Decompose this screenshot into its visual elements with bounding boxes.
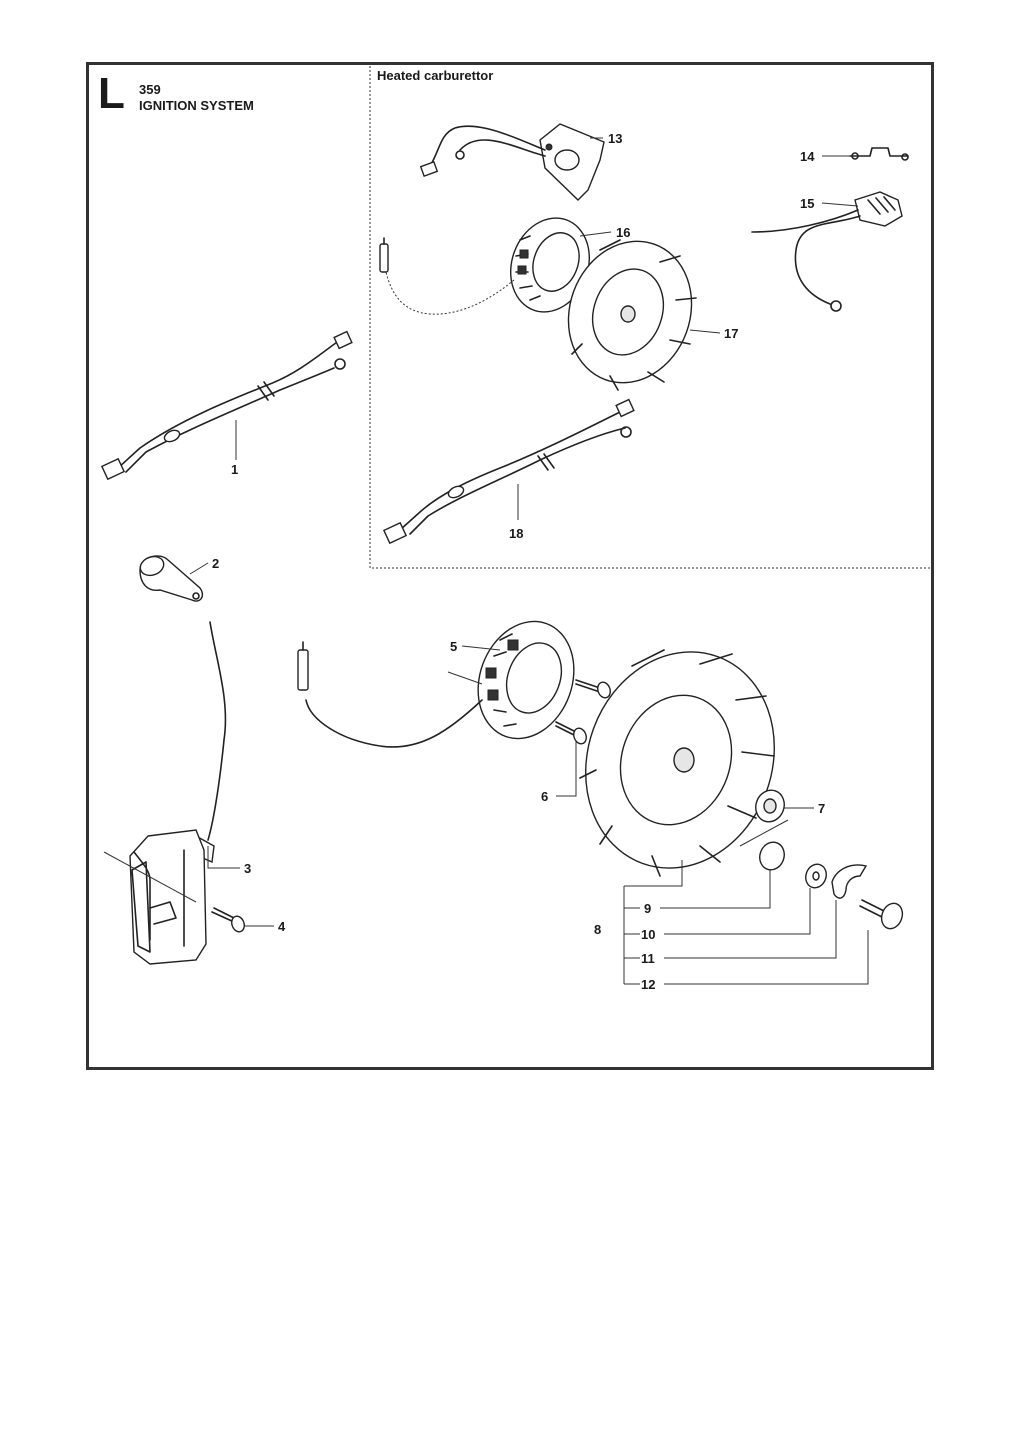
part-17-flywheel-heated: [567, 239, 697, 391]
part-3-ignition-module: [103, 621, 227, 965]
callout-18: 18: [509, 526, 523, 541]
callout-6: 6: [541, 789, 548, 804]
callout-11: 11: [641, 951, 655, 966]
callout-9: 9: [644, 901, 651, 916]
section-letter: L: [98, 69, 125, 118]
callout-14: 14: [800, 149, 815, 164]
part-16-generator-coil: [379, 217, 591, 315]
callout-12: 12: [641, 977, 655, 992]
callout-3: 3: [244, 861, 251, 876]
part-15-thermostat: [751, 191, 903, 312]
part-13-heater-element: [419, 123, 605, 201]
callout-13: 13: [608, 131, 622, 146]
callout-7: 7: [818, 801, 825, 816]
part-5-generator: [297, 620, 575, 748]
part-1-wire-harness: [100, 330, 353, 481]
part-4-screw: [211, 907, 245, 933]
callout-8: 8: [594, 922, 601, 937]
part-11-pawl: [831, 864, 868, 899]
section-title: IGNITION SYSTEM: [139, 98, 254, 113]
callout-5: 5: [450, 639, 457, 654]
page-frame: [86, 62, 934, 1070]
part-18-wire-harness-heated: [382, 398, 635, 545]
leader-lines: [189, 137, 869, 985]
part-14-bracket: [849, 147, 909, 161]
part-7-flywheel: [579, 649, 785, 877]
callout-numbers: 13 14 15 16 17 18 1 2 3 4 5 6 7 8 9 10 1…: [212, 131, 825, 992]
callout-10: 10: [641, 927, 655, 942]
part-10-washer: [805, 863, 827, 889]
model-number: 359: [139, 82, 161, 97]
callout-17: 17: [724, 326, 738, 341]
callout-4: 4: [278, 919, 286, 934]
inset-border: [369, 66, 934, 569]
part-12-pivot-bolt: [859, 899, 904, 930]
callout-2: 2: [212, 556, 219, 571]
callout-16: 16: [616, 225, 630, 240]
callout-1: 1: [231, 462, 238, 477]
part-9-spacer: [739, 819, 789, 871]
part-6-screws: [555, 679, 611, 745]
inset-title: Heated carburettor: [377, 68, 494, 83]
callout-15: 15: [800, 196, 814, 211]
part-2-spark-plug-cap: [139, 555, 204, 602]
